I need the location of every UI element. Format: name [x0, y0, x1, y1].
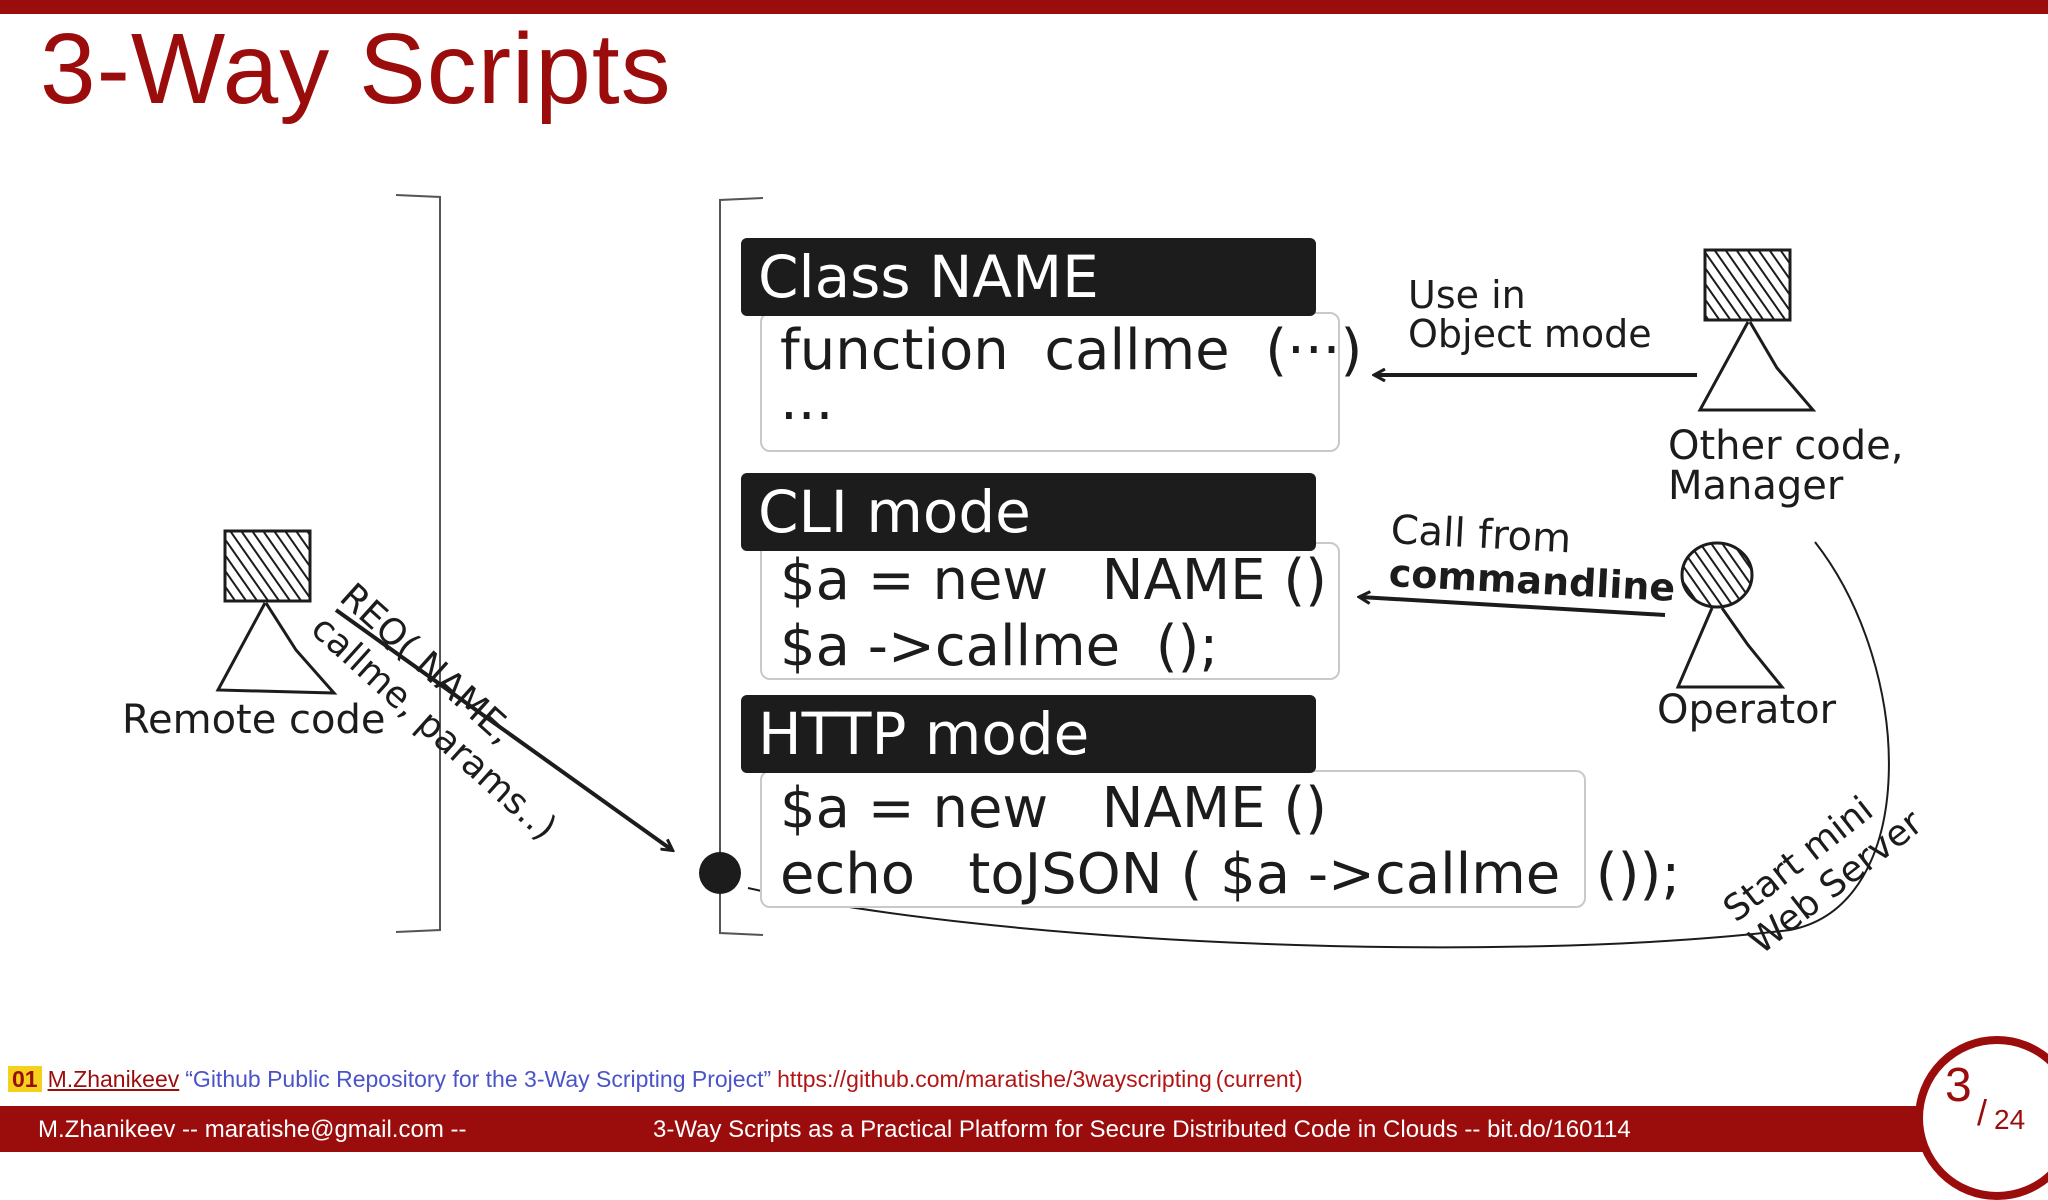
operator-label: Operator: [1657, 687, 1837, 733]
http-entry-dot: [699, 852, 741, 894]
reference-author-link[interactable]: M.Zhanikeev: [47, 1066, 180, 1092]
operator-actor-icon: [1675, 541, 1786, 689]
diagram-canvas: [215, 194, 1890, 949]
top-accent-bar: [0, 0, 2048, 14]
page-separator: /: [1977, 1092, 1988, 1133]
footer-talk-title: 3-Way Scripts as a Practical Platform fo…: [653, 1116, 1631, 1143]
reference-title: “Github Public Repository for the 3-Way …: [185, 1066, 772, 1092]
reference-number: 01: [8, 1066, 42, 1092]
request-arrow: [334, 608, 672, 850]
reference-url-link[interactable]: https://github.com/maratishe/3wayscripti…: [777, 1066, 1212, 1092]
commandline-arrow: [1360, 597, 1666, 617]
class-box-body: function callme (···) ···: [760, 312, 1362, 452]
script-bracket: [719, 197, 764, 936]
slide-title: 3-Way Scripts: [40, 13, 672, 125]
cli-box-header: CLI mode: [741, 473, 1316, 551]
remote-code-label: Remote code: [122, 697, 386, 743]
web-server-curve: [747, 541, 1890, 949]
reference-note: (current): [1215, 1066, 1303, 1092]
other-code-actor-icon: [1697, 248, 1817, 412]
left-bracket: [395, 194, 441, 933]
cli-box-body: $a = new NAME () $a ->callme ();: [760, 542, 1340, 680]
footer-bar: M.Zhanikeev -- maratishe@gmail.com -- 3-…: [0, 1106, 2048, 1152]
remote-code-actor-icon: [215, 529, 338, 695]
http-box-body: $a = new NAME () echo toJSON ( $a ->call…: [760, 770, 1680, 908]
other-code-label: Other code, Manager: [1668, 423, 1904, 509]
http-box-header: HTTP mode: [741, 695, 1316, 773]
page-total: 24: [1994, 1104, 2026, 1135]
object-mode-label: Use in Object mode: [1408, 273, 1652, 357]
page-current: 3: [1945, 1059, 1972, 1112]
class-box-header: Class NAME: [741, 238, 1316, 316]
footer-author: M.Zhanikeev -- maratishe@gmail.com --: [38, 1116, 467, 1143]
